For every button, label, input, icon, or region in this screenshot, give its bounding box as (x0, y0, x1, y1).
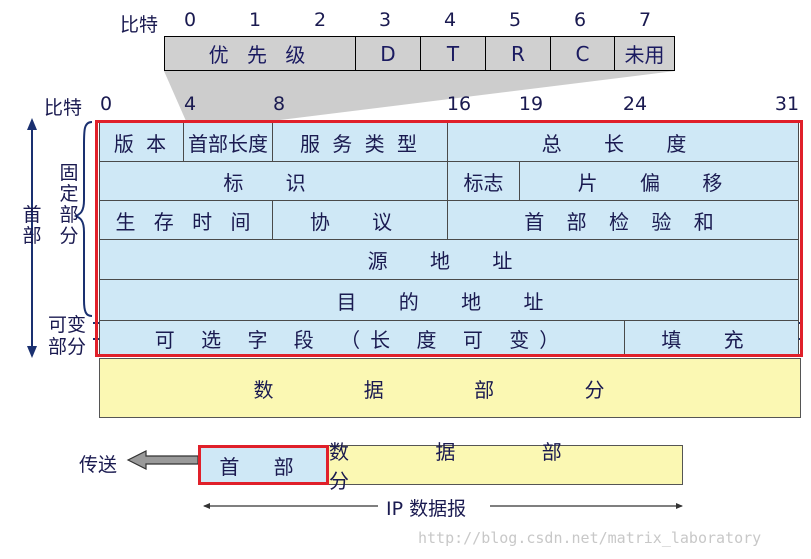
field-options: 可 选 字 段 （长 度 可 变） (99, 320, 625, 356)
header-bit-4: 4 (183, 93, 197, 115)
field-flags: 标志 (447, 161, 520, 201)
tos-field-c: C (550, 36, 615, 71)
tos-bit-4: 4 (443, 9, 457, 31)
tos-bit-3: 3 (378, 9, 392, 31)
field-ttl: 生 存 时 间 (99, 200, 273, 240)
field-header-checksum: 首 部 检 验 和 (447, 200, 799, 240)
datagram-data: 数 据 部 分 (329, 440, 683, 493)
tos-field-unused: 未用 (614, 36, 675, 71)
header-bit-24: 24 (622, 93, 648, 115)
side-label-header: 首部 (22, 204, 42, 247)
watermark: http://blog.csdn.net/matrix_laboratory (418, 529, 762, 547)
field-header-length: 首部长度 (183, 122, 273, 162)
tos-bit-label: 比特 (120, 14, 159, 36)
tos-field-precedence: 优 先 级 (164, 36, 356, 71)
tos-bit-6: 6 (573, 9, 587, 31)
field-total-length: 总 长 度 (447, 122, 799, 162)
side-label-variable-1: 可变 (48, 314, 87, 336)
datagram-caption: IP 数据报 (386, 498, 467, 520)
field-protocol: 协 议 (272, 200, 448, 240)
header-bit-0: 0 (99, 93, 113, 115)
side-label-fixed: 固定部分 (59, 162, 79, 247)
header-bit-31: 31 (774, 93, 800, 115)
tos-bit-1: 1 (248, 9, 262, 31)
tos-bit-2: 2 (313, 9, 327, 31)
transmit-label: 传送 (79, 454, 118, 476)
header-bit-label: 比特 (44, 97, 83, 119)
side-label-variable-2: 部分 (48, 336, 87, 358)
tos-bit-0: 0 (183, 9, 197, 31)
data-part: 数 据 部 分 (99, 358, 801, 418)
field-version: 版 本 (99, 122, 184, 162)
datagram-header: 首 部 (198, 445, 329, 485)
field-source-address: 源 地 址 (99, 239, 799, 280)
tos-bit-5: 5 (508, 9, 522, 31)
field-destination-address: 目 的 地 址 (99, 279, 799, 321)
field-identification: 标 识 (99, 161, 448, 201)
header-bit-16: 16 (446, 93, 472, 115)
header-bit-8: 8 (272, 93, 286, 115)
field-service-type: 服 务 类 型 (272, 122, 448, 162)
tos-bit-7: 7 (638, 9, 652, 31)
header-bit-19: 19 (518, 93, 544, 115)
field-padding: 填 充 (624, 320, 799, 356)
field-fragment-offset: 片 偏 移 (519, 161, 799, 201)
tos-field-d: D (355, 36, 421, 71)
tos-field-t: T (420, 36, 486, 71)
